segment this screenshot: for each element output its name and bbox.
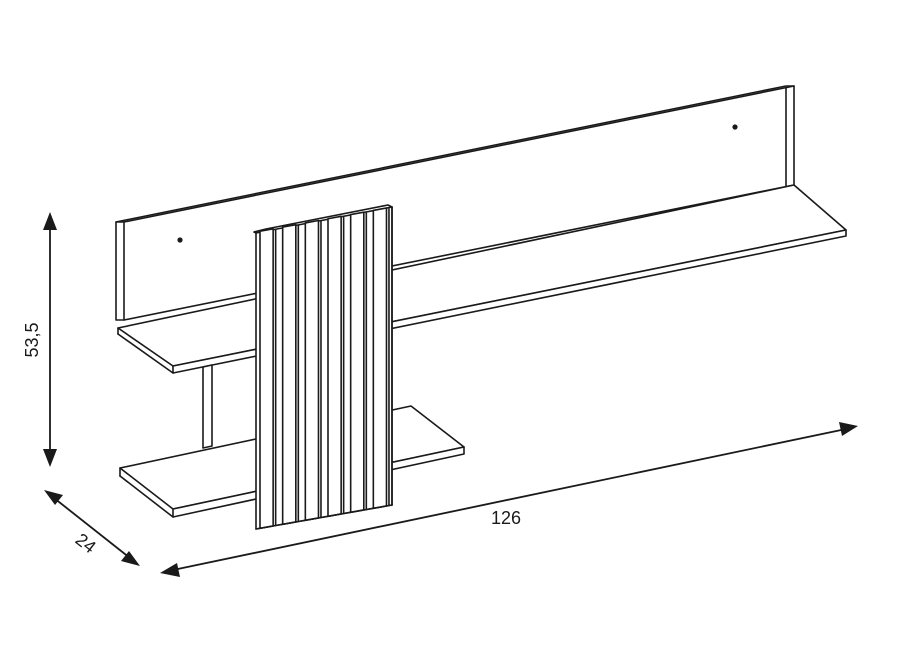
mounting-hole-left bbox=[177, 237, 183, 243]
slat bbox=[304, 219, 320, 522]
width-arrow-right bbox=[839, 422, 858, 436]
slat bbox=[372, 207, 388, 510]
depth-arrow-top bbox=[44, 490, 63, 505]
height-arrow-top bbox=[43, 212, 57, 230]
width-label: 126 bbox=[491, 508, 521, 528]
mounting-hole-right bbox=[732, 124, 738, 130]
slat bbox=[281, 223, 297, 526]
depth-label: 24 bbox=[72, 529, 100, 557]
wall-shelf-illustration bbox=[115, 85, 847, 530]
height-arrow-bottom bbox=[43, 449, 57, 467]
height-dimension: 53,5 bbox=[22, 212, 57, 467]
width-arrow-left bbox=[160, 563, 180, 577]
width-dimension: 126 bbox=[160, 422, 858, 577]
slatted-panel bbox=[253, 204, 393, 530]
slat bbox=[327, 215, 342, 518]
depth-arrow-bottom bbox=[121, 551, 140, 566]
slat-group bbox=[259, 207, 390, 530]
vertical-divider bbox=[202, 364, 213, 449]
slat bbox=[259, 228, 274, 530]
slat bbox=[349, 211, 365, 514]
depth-dimension: 24 bbox=[44, 490, 140, 566]
height-label: 53,5 bbox=[22, 322, 42, 357]
